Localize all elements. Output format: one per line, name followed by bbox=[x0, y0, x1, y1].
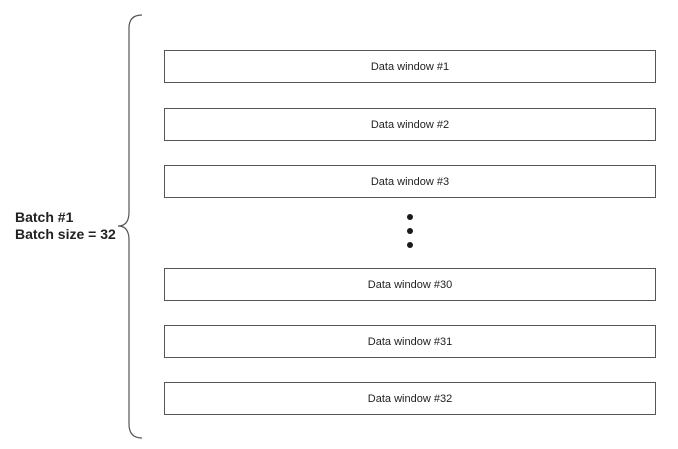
ellipsis-dot bbox=[407, 242, 413, 248]
batch-label: Batch #1 Batch size = 32 bbox=[15, 209, 116, 243]
batch-title: Batch #1 bbox=[15, 209, 74, 225]
ellipsis-dot bbox=[407, 214, 413, 220]
data-window-30: Data window #30 bbox=[164, 268, 656, 301]
data-window-label: Data window #1 bbox=[370, 60, 450, 73]
data-window-3: Data window #3 bbox=[164, 165, 656, 198]
data-window-label: Data window #2 bbox=[370, 118, 450, 131]
data-window-1: Data window #1 bbox=[164, 50, 656, 83]
data-window-31: Data window #31 bbox=[164, 325, 656, 358]
data-window-label: Data window #3 bbox=[370, 175, 450, 188]
ellipsis-dot bbox=[407, 228, 413, 234]
data-window-label: Data window #30 bbox=[367, 278, 453, 291]
data-window-32: Data window #32 bbox=[164, 382, 656, 415]
data-window-2: Data window #2 bbox=[164, 108, 656, 141]
batch-size: Batch size = 32 bbox=[15, 226, 116, 242]
batch-brace bbox=[117, 14, 143, 439]
data-window-label: Data window #32 bbox=[367, 392, 453, 405]
data-window-label: Data window #31 bbox=[367, 335, 453, 348]
